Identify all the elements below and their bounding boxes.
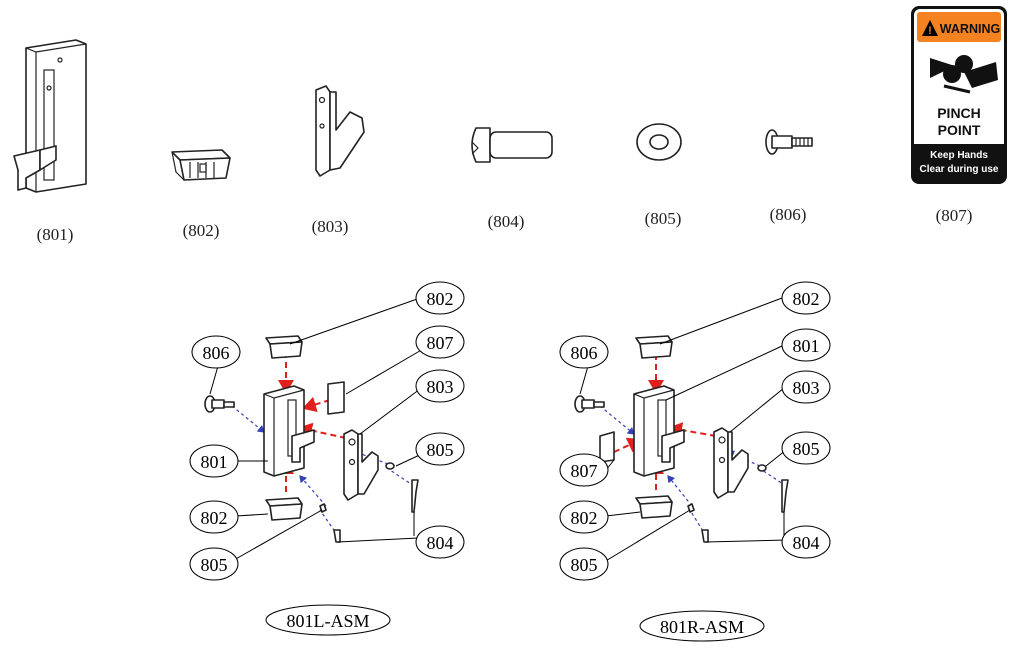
warning-line2: POINT bbox=[938, 122, 981, 138]
part-806-drawing bbox=[765, 129, 813, 155]
assembly-name-left: 801L-ASM bbox=[286, 611, 369, 631]
callout-801: 801 bbox=[201, 452, 228, 472]
callout-802-bottom: 802 bbox=[201, 508, 228, 528]
callout-802-bottom: 802 bbox=[571, 508, 598, 528]
callout-804: 804 bbox=[427, 533, 454, 553]
part-804-drawing bbox=[471, 127, 553, 163]
callout-803: 803 bbox=[427, 377, 454, 397]
warning-footer-bg bbox=[914, 144, 1004, 181]
warning-line1: PINCH bbox=[937, 105, 981, 121]
warning-footer2: Clear during use bbox=[920, 164, 999, 175]
warning-header-bg bbox=[917, 12, 1001, 42]
warning-header-text: WARNING bbox=[940, 22, 1000, 36]
warning-sign: ! WARNING PINCH POINT Keep Hands Clear d… bbox=[911, 6, 1007, 184]
svg-text:!: ! bbox=[928, 25, 932, 37]
warning-footer1: Keep Hands bbox=[930, 150, 988, 161]
part-label-805: (805) bbox=[645, 209, 682, 228]
callout-803: 803 bbox=[793, 378, 820, 398]
callout-802-top: 802 bbox=[793, 289, 820, 309]
callout-802-top: 802 bbox=[427, 289, 454, 309]
callout-801: 801 bbox=[793, 336, 820, 356]
warning-triangle-icon bbox=[922, 20, 938, 36]
callout-804: 804 bbox=[793, 533, 820, 553]
part-802-drawing bbox=[171, 149, 231, 181]
assembly-left: 802 807 806 803 805 801 802 804 805 801L… bbox=[189, 281, 465, 636]
callout-807: 807 bbox=[571, 461, 598, 481]
callout-805-left: 805 bbox=[201, 555, 228, 575]
part-label-802: (802) bbox=[183, 221, 220, 240]
part-label-801: (801) bbox=[37, 225, 74, 244]
callout-805-right: 805 bbox=[427, 440, 454, 460]
assembly-right: 802 801 806 803 805 807 802 804 805 801R… bbox=[559, 281, 831, 642]
part-label-806: (806) bbox=[770, 205, 807, 224]
part-805-drawing bbox=[636, 123, 682, 161]
callout-806: 806 bbox=[203, 343, 230, 363]
assembly-name-right: 801R-ASM bbox=[660, 617, 744, 637]
callout-805-left: 805 bbox=[571, 555, 598, 575]
part-label-804: (804) bbox=[488, 212, 525, 231]
callout-806: 806 bbox=[571, 343, 598, 363]
callout-807: 807 bbox=[427, 333, 454, 353]
part-label-807: (807) bbox=[936, 206, 973, 225]
pinch-hand-icon bbox=[930, 55, 998, 94]
part-801-drawing bbox=[13, 39, 87, 193]
part-label-803: (803) bbox=[312, 217, 349, 236]
callout-805-right: 805 bbox=[793, 439, 820, 459]
part-803-drawing bbox=[315, 85, 365, 177]
